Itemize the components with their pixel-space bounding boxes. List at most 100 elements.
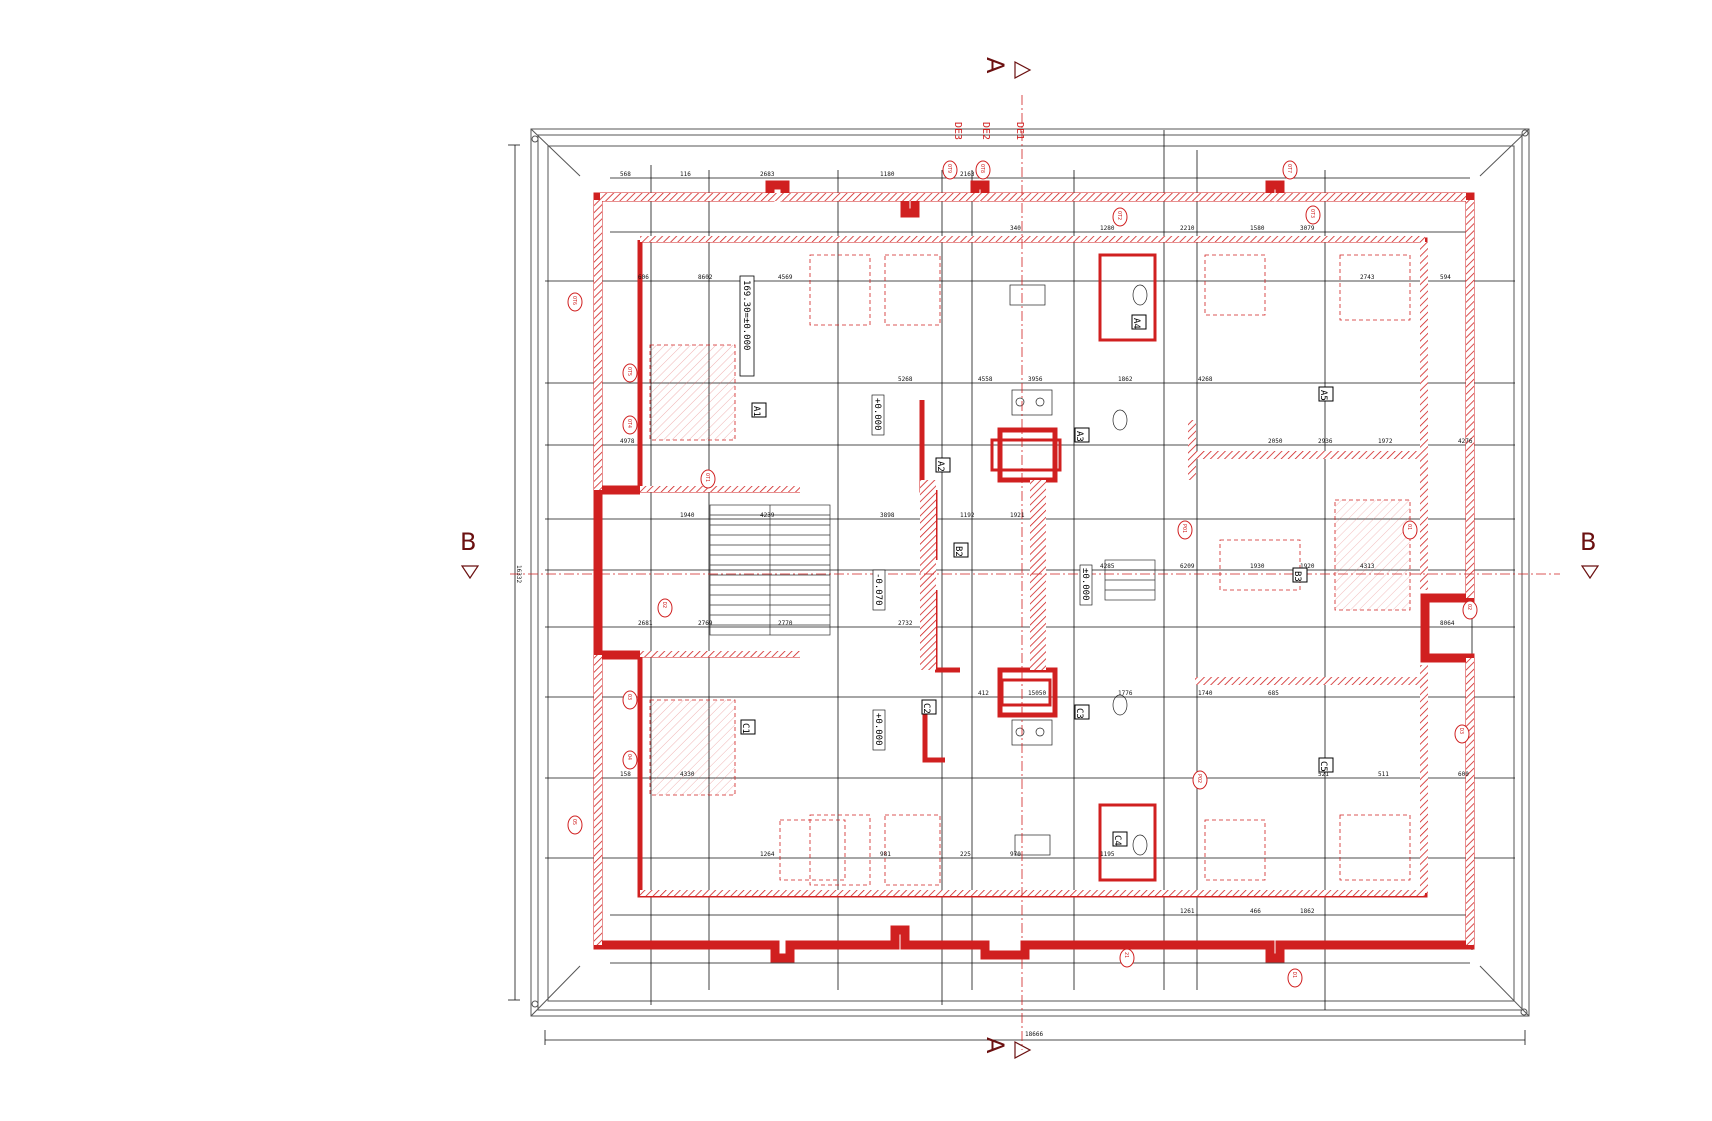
furniture-hatch <box>650 345 1410 795</box>
level-mark-3: +0.000 <box>873 713 883 746</box>
overall-width: 18666 <box>1025 1031 1043 1038</box>
opening-badge: D1 <box>1287 968 1303 988</box>
dimension-text: 4276 <box>1458 438 1473 445</box>
opening-badge-outline <box>700 469 716 489</box>
section-b-label-left: B <box>460 528 476 556</box>
dimension-text: 1280 <box>1100 225 1115 232</box>
opening-badge-outline <box>1305 205 1321 225</box>
dimension-text: 340 <box>1010 225 1021 232</box>
dimension-text: 1195 <box>1100 851 1115 858</box>
room-tag-a4: A4 <box>1131 314 1147 330</box>
room-tag-a1: A1 <box>751 402 767 418</box>
dimension-text: 2770 <box>778 620 793 627</box>
room-label-c2: C2 <box>921 703 931 714</box>
dimension-text: 4569 <box>778 274 793 281</box>
opening-badge: OT6 <box>567 292 583 312</box>
opening-badge-outline <box>1282 160 1298 180</box>
opening-badge: PO2 <box>1192 770 1208 790</box>
dimension-text: 1740 <box>1198 690 1213 697</box>
opening-badge-text: OT1 <box>704 473 710 482</box>
dimension-text: 511 <box>1378 771 1389 778</box>
opening-badge-text: O3 <box>626 694 632 700</box>
dimension-text: 685 <box>1268 690 1279 697</box>
opening-badge-outline <box>1119 948 1135 968</box>
opening-badge-text: OT7 <box>1286 164 1292 173</box>
dimension-text: 2050 <box>1268 438 1283 445</box>
section-cut-lines <box>510 95 1560 1050</box>
outer-outlines <box>530 128 1530 1017</box>
opening-badge-outline <box>567 815 583 835</box>
dimension-text: 4330 <box>680 771 695 778</box>
dimension-text: 1192 <box>960 512 975 519</box>
dimension-text: 1921 <box>1010 512 1025 519</box>
opening-badge-text: PO2 <box>1196 774 1202 783</box>
opening-badge: O4 <box>622 750 638 770</box>
opening-badge: PO1 <box>1177 520 1193 540</box>
opening-badge-outline <box>1287 968 1303 988</box>
room-label-c5: C5 <box>1318 761 1328 772</box>
dimension-text: 2936 <box>1318 438 1333 445</box>
opening-badge-outline <box>622 363 638 383</box>
opening-badge-outline <box>1402 520 1418 540</box>
dimension-text: 8602 <box>698 274 713 281</box>
opening-badge-text: 21 <box>1123 952 1129 958</box>
dimension-text: 4268 <box>1198 376 1213 383</box>
dimension-text: 1776 <box>1118 690 1133 697</box>
room-label-a1: A1 <box>751 406 761 417</box>
dimension-text: 981 <box>880 851 891 858</box>
dimension-text: 158 <box>620 771 631 778</box>
opening-badge-text: OT3 <box>1309 209 1315 218</box>
dimension-text: 5268 <box>898 376 913 383</box>
opening-badge: 21 <box>1119 948 1135 968</box>
dimension-text: 3956 <box>1028 376 1043 383</box>
opening-badge-outline <box>622 690 638 710</box>
opening-badge-outline <box>657 598 673 618</box>
dimension-text: 1180 <box>880 171 895 178</box>
section-b-label-right: B <box>1580 528 1596 556</box>
opening-badge-outline <box>622 750 638 770</box>
elevation-tag: 169.30=±0.000 <box>739 275 755 377</box>
detail-labels: DE3 DE2 DE1 <box>952 122 1025 140</box>
room-tag-c3: C3 <box>1074 704 1090 720</box>
hatched-partitions <box>640 236 1428 896</box>
room-tag-c4: C4 <box>1112 831 1128 847</box>
opening-badge: OT2 <box>1112 207 1128 227</box>
opening-badge: OT7 <box>1282 160 1298 180</box>
opening-badge-outline <box>1177 520 1193 540</box>
dimension-text: 1264 <box>760 851 775 858</box>
room-label-c4: C4 <box>1112 835 1122 846</box>
level-mark-2: -0.070 <box>873 573 883 606</box>
overall-height: 16332 <box>515 565 522 583</box>
room-tag-c2: C2 <box>921 699 937 715</box>
dimension-text: 225 <box>960 851 971 858</box>
room-label-a4: A4 <box>1131 318 1141 329</box>
dimension-text: 2769 <box>698 620 713 627</box>
room-tag-a5: A5 <box>1318 386 1334 402</box>
opening-badge-text: PO1 <box>1181 524 1187 533</box>
opening-badge: O2 <box>1462 600 1478 620</box>
section-b-left: B <box>460 528 480 580</box>
exterior-wall <box>593 180 1475 963</box>
opening-badge: OT1 <box>700 469 716 489</box>
dimension-text: 3898 <box>880 512 895 519</box>
room-tag-b2: B2 <box>953 542 969 558</box>
opening-badge: O3 <box>622 690 638 710</box>
opening-badge-text: D3 <box>1458 728 1464 734</box>
opening-badge-text: D1 <box>1291 972 1297 978</box>
opening-badge-text: O2 <box>1466 604 1472 610</box>
opening-badge-outline <box>1454 724 1470 744</box>
detail-label-de2: DE2 <box>980 122 991 140</box>
room-tag-a2: A2 <box>935 457 951 473</box>
dimension-text: 2210 <box>1180 225 1195 232</box>
opening-badge-outline <box>567 292 583 312</box>
section-b-right: B <box>1580 528 1600 580</box>
room-label-a5: A5 <box>1318 390 1328 401</box>
room-tag-b3: B3 <box>1292 567 1308 583</box>
opening-badge-outline <box>942 160 958 180</box>
overall-dimensions: 18666 16332 <box>515 565 1043 1038</box>
detail-label-de1: DE1 <box>1014 122 1025 140</box>
room-label-c3: C3 <box>1074 708 1084 719</box>
dimension-text: 2683 <box>760 171 775 178</box>
opening-badge-outline <box>1112 207 1128 227</box>
